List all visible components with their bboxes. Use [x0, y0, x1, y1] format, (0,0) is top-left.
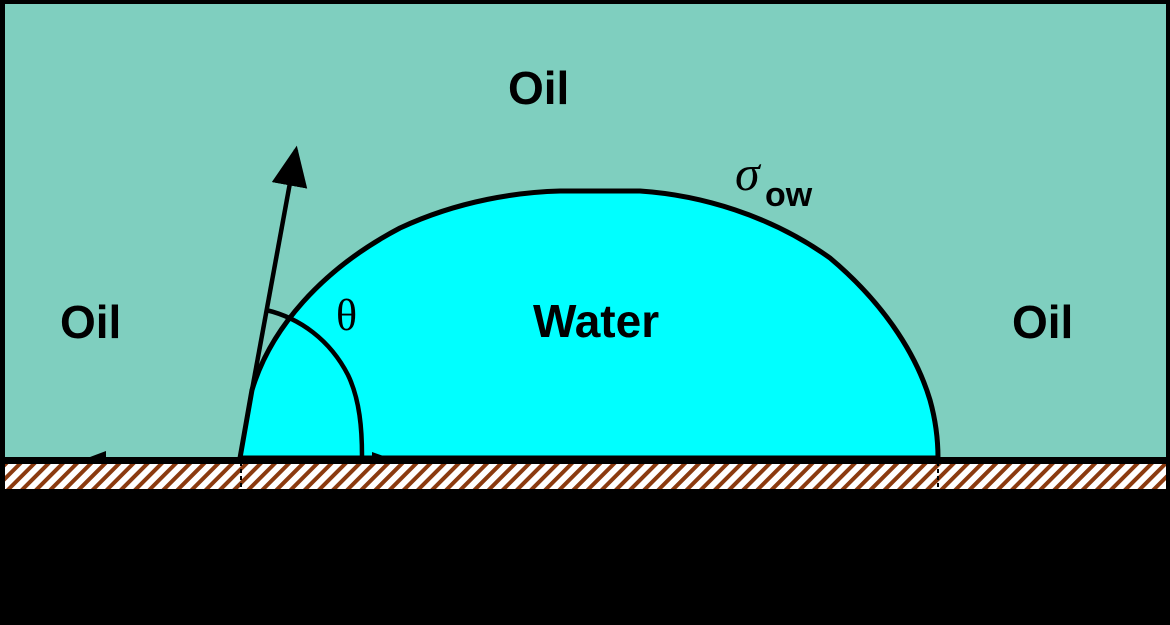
label-sigma: σ [735, 145, 762, 201]
label-oil-right: Oil [1012, 296, 1073, 348]
water-droplet [237, 188, 941, 461]
arrowhead-right-icon [372, 452, 395, 460]
label-theta: θ [336, 291, 357, 340]
contact-angle-arc [265, 307, 365, 457]
label-water: Water [533, 295, 659, 347]
label-sigma-subscript: ow [765, 176, 813, 214]
substrate [5, 464, 1166, 489]
arrowhead-left-icon [82, 451, 106, 460]
label-oil-top: Oil [508, 62, 569, 114]
tangent-arrow [249, 145, 308, 391]
label-oil-left: Oil [60, 296, 121, 348]
